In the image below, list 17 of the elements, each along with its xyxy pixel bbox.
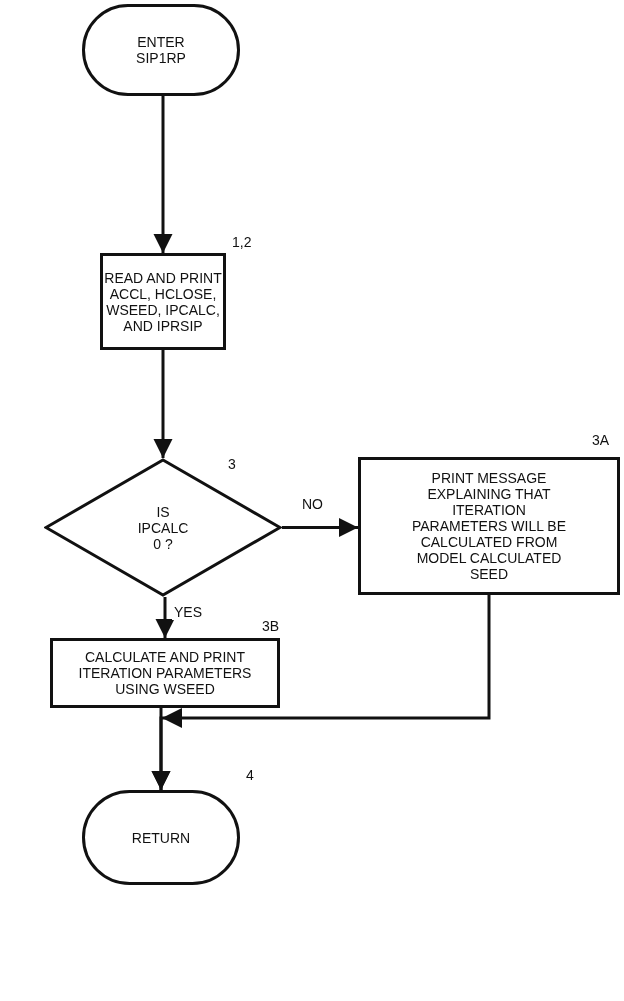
node-text: ENTER SIP1RP xyxy=(135,34,187,66)
node-text: PRINT MESSAGE EXPLAINING THAT ITERATION PARAMETERS WILL BE CALCULATED FROM MODEL CALCULATED SEED xyxy=(410,470,567,582)
node-text: IS IPCALC 0 ? xyxy=(136,503,190,552)
step-number: 1,2 xyxy=(232,234,252,250)
edge-label: NO xyxy=(300,496,325,512)
step-number: 3A xyxy=(592,432,610,448)
process-box xyxy=(50,638,280,708)
node-text: READ AND PRINT ACCL, HCLOSE, WSEED, IPCALC, AND IPRSIP xyxy=(103,269,223,334)
step-number: 3 xyxy=(228,456,236,472)
edge-label: YES xyxy=(172,604,204,620)
node-text: RETURN xyxy=(130,829,192,846)
decision-diamond xyxy=(44,458,282,597)
step-number: 4 xyxy=(246,767,254,783)
process-box xyxy=(358,457,620,595)
process-box xyxy=(100,253,226,350)
node-text: CALCULATE AND PRINT ITERATION PARAMETERS USING WSEED xyxy=(77,649,253,697)
step-number: 3B xyxy=(262,618,280,634)
